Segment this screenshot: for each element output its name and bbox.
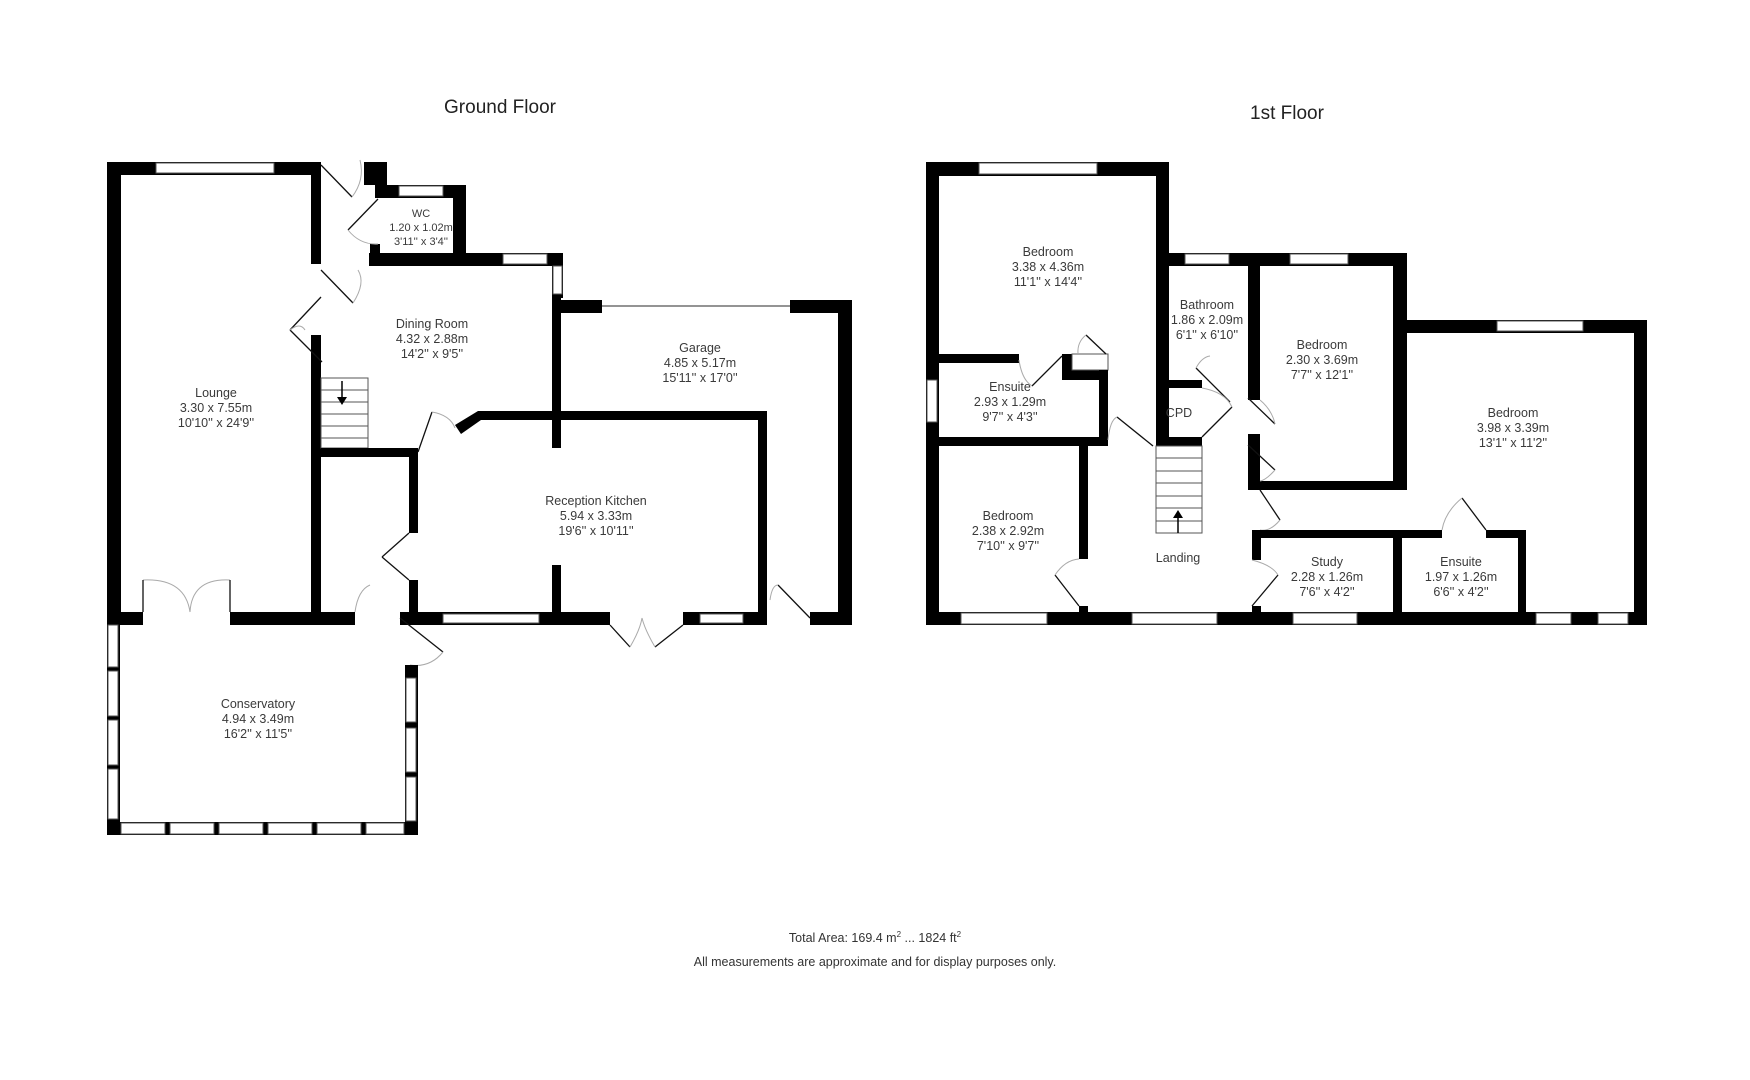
room-metric: 3.30 x 7.55m [179,401,253,415]
room-label-garage: Garage 4.85 x 5.17m 15'11'' x 17'0'' [662,341,737,386]
room-name: Bedroom [1022,245,1074,259]
first-floor-plan [926,162,1647,625]
stair-treads [321,389,368,439]
room-metric: 2.28 x 1.26m [1290,570,1364,584]
room-name: Garage [679,341,721,355]
room-name: WC [411,208,431,220]
room-label-bedroom-2: Bedroom 2.30 x 3.69m 7'7'' x 12'1'' [1286,338,1358,383]
room-imperial: 7'6'' x 4'2'' [1299,585,1355,599]
room-label-ensuite-2: Ensuite 1.97 x 1.26m 6'6'' x 4'2'' [1425,555,1497,600]
total-area-ft2: ... 1824 ft [901,931,957,946]
superscript-2: 2 [956,930,962,939]
room-metric: 2.93 x 1.29m [973,395,1047,409]
room-label-bedroom-3: Bedroom 3.98 x 3.39m 13'1'' x 11'2'' [1477,406,1549,451]
room-name: Lounge [195,386,237,400]
room-name: Landing [1155,551,1201,565]
room-label-landing: Landing [1156,551,1201,566]
room-metric: 2.38 x 2.92m [971,524,1045,538]
room-imperial: 11'1'' x 14'4'' [1013,275,1083,289]
room-name: Bedroom [982,509,1034,523]
room-label-wc: WC 1.20 x 1.02m 3'11'' x 3'4'' [389,207,453,249]
room-metric: 4.32 x 2.88m [395,332,469,346]
room-imperial: 6'6'' x 4'2'' [1433,585,1489,599]
room-label-bathroom: Bathroom 1.86 x 2.09m 6'1'' x 6'10'' [1171,298,1243,343]
room-imperial: 6'1'' x 6'10'' [1175,328,1239,342]
room-name: Bedroom [1296,338,1348,352]
room-label-reception-kitchen: Reception Kitchen 5.94 x 3.33m 19'6'' x … [545,494,646,539]
room-imperial: 7'7'' x 12'1'' [1290,368,1354,382]
room-metric: 5.94 x 3.33m [559,509,633,523]
room-imperial: 16'2'' x 11'5'' [223,727,293,741]
stairs-up-arrow-icon [1173,510,1183,533]
room-name: Ensuite [989,380,1031,394]
room-name: CPD [1165,406,1193,420]
total-area-m2: Total Area: 169.4 m [788,931,897,946]
disclaimer: All measurements are approximate and for… [693,955,1057,969]
room-name: Reception Kitchen [545,494,647,508]
room-name: Conservatory [220,697,296,711]
stair-treads [1156,457,1202,522]
room-metric: 1.97 x 1.26m [1424,570,1498,584]
stairs-down-arrow-icon [337,381,347,405]
room-name: Dining Room [395,317,469,331]
room-label-dining-room: Dining Room 4.32 x 2.88m 14'2'' x 9'5'' [396,317,468,362]
room-imperial: 13'1'' x 11'2'' [1478,436,1548,450]
ground-floor-title: Ground Floor [444,97,556,118]
room-label-cpd: CPD [1166,406,1192,421]
room-name: Ensuite [1440,555,1482,569]
room-metric: 4.94 x 3.49m [221,712,295,726]
room-metric: 3.98 x 3.39m [1476,421,1550,435]
room-name: Study [1311,555,1343,569]
ground-floor-plan [107,159,852,835]
room-imperial: 7'10'' x 9'7'' [976,539,1040,553]
room-label-bedroom-4: Bedroom 2.38 x 2.92m 7'10'' x 9'7'' [972,509,1044,554]
room-label-ensuite-1: Ensuite 2.93 x 1.29m 9'7'' x 4'3'' [974,380,1046,425]
room-imperial: 10'10'' x 24'9'' [177,416,255,430]
room-imperial: 15'11'' x 17'0'' [662,371,738,385]
room-metric: 4.85 x 5.17m [663,356,737,370]
room-imperial: 3'11'' x 3'4'' [394,236,448,248]
room-imperial: 9'7'' x 4'3'' [982,410,1038,424]
superscript-2: 2 [896,930,902,939]
room-metric: 1.20 x 1.02m [389,222,453,234]
room-label-conservatory: Conservatory 4.94 x 3.49m 16'2'' x 11'5'… [221,697,295,742]
total-area: Total Area: 169.4 m2 ... 1824 ft2 [0,930,1750,945]
room-imperial: 14'2'' x 9'5'' [400,347,464,361]
room-metric: 3.38 x 4.36m [1011,260,1085,274]
room-name: Bathroom [1179,298,1235,312]
first-floor-title: 1st Floor [1250,103,1324,124]
room-name: Bedroom [1487,406,1539,420]
room-metric: 2.30 x 3.69m [1285,353,1359,367]
room-label-study: Study 2.28 x 1.26m 7'6'' x 4'2'' [1291,555,1363,600]
room-label-bedroom-1: Bedroom 3.38 x 4.36m 11'1'' x 14'4'' [1012,245,1084,290]
room-imperial: 19'6'' x 10'11'' [558,524,634,538]
room-metric: 1.86 x 2.09m [1170,313,1244,327]
room-label-lounge: Lounge 3.30 x 7.55m 10'10'' x 24'9'' [178,386,254,431]
